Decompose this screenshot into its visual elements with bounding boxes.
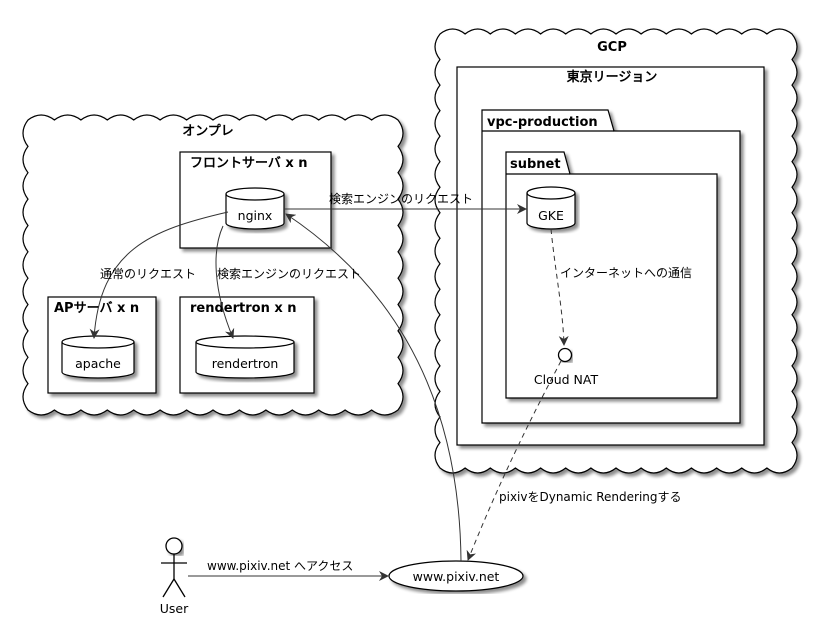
user-label: User	[160, 601, 189, 616]
cloud-nat-node: Cloud NAT	[534, 347, 599, 387]
user-actor	[161, 537, 187, 598]
nginx-db: nginx	[225, 187, 285, 230]
pixiv-site-label: www.pixiv.net	[413, 569, 500, 584]
edge-label-nginx-apache: 通常のリクエスト	[100, 267, 196, 281]
edge-label-user-site: www.pixiv.net へアクセス	[207, 559, 353, 573]
gke-label: GKE	[538, 208, 564, 223]
edge-label-gke-nat: インターネットへの通信	[560, 266, 692, 280]
edge-label-nat-site: pixivをDynamic Renderingする	[499, 490, 682, 504]
edge-site-to-nginx	[285, 213, 462, 562]
rendertron-title: rendertron x n	[190, 301, 297, 316]
edge-label-nginx-gke: 検索エンジンのリクエスト	[329, 192, 473, 206]
cloud-nat-label: Cloud NAT	[534, 372, 599, 387]
nginx-label: nginx	[238, 208, 273, 223]
edges	[89, 204, 569, 581]
edge-nginx-to-rendertron	[215, 225, 235, 339]
edge-nginx-to-apache	[89, 211, 229, 339]
edge-nat-to-site	[466, 360, 562, 561]
front-server-title: フロントサーバ x n	[190, 156, 308, 171]
rendertron-label: rendertron	[212, 356, 279, 371]
gcp-title: GCP	[597, 40, 627, 55]
apache-label: apache	[75, 356, 121, 371]
vpc-title: vpc-production	[487, 115, 598, 130]
rendertron-db: rendertron	[195, 335, 295, 379]
apache-db: apache	[61, 335, 135, 379]
edge-label-nginx-rendertron: 検索エンジンのリクエスト	[217, 267, 361, 281]
ap-server-title: APサーバ x n	[54, 301, 139, 316]
gke-db: GKE	[526, 186, 576, 230]
edge-gke-to-nat	[550, 228, 569, 346]
subnet-title: subnet	[510, 157, 561, 172]
pixiv-site-node: www.pixiv.net	[388, 560, 524, 592]
onprem-title: オンプレ	[182, 124, 234, 139]
tokyo-region-title: 東京リージョン	[567, 69, 658, 85]
